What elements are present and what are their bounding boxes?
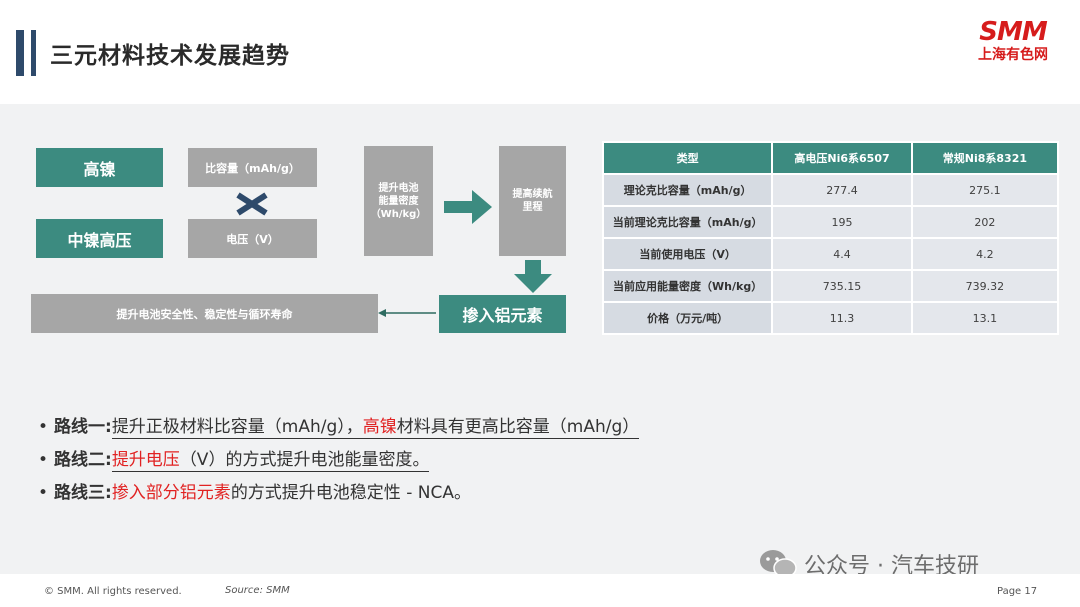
route-2-label: 路线二: (54, 450, 112, 470)
right-arrow-icon (444, 190, 492, 224)
high-nickel-box: 高镍 (36, 148, 163, 187)
table-header-type: 类型 (601, 141, 774, 175)
page-title: 三元材料技术发展趋势 (50, 43, 290, 69)
table-row: 价格（万元/吨） 11.3 13.1 (601, 301, 1060, 335)
route-1-label: 路线一: (54, 417, 112, 437)
bullet-dot: • (38, 417, 49, 437)
bullet-dot: • (38, 450, 49, 470)
energy-density-line-2: 能量密度 (378, 195, 419, 207)
route-1-text: 提升正极材料比容量（mAh/g），高镍材料具有更高比容量（mAh/g） (111, 417, 640, 439)
range-line-1: 提高续航 (512, 189, 553, 200)
energy-density-line-1: 提升电池 (378, 182, 419, 194)
route-3-highlight: 掺入部分铝元素 (111, 483, 231, 503)
down-arrow-icon (514, 260, 552, 293)
cell-ni6: 195 (771, 205, 913, 239)
page-number: Page 17 (997, 586, 1038, 597)
cell-ni6: 4.4 (771, 237, 913, 271)
logo-subtext: 上海有色网 (978, 47, 1048, 63)
route-bullets: •路线一:提升正极材料比容量（mAh/g），高镍材料具有更高比容量（mAh/g）… (38, 412, 640, 511)
row-label: 理论克比容量（mAh/g） (601, 173, 774, 207)
left-arrow-icon (378, 309, 436, 317)
cell-ni8: 13.1 (910, 301, 1060, 335)
range-box: 提高续航 里程 (499, 146, 566, 256)
energy-density-box: 提升电池 能量密度 （Wh/kg） (364, 146, 433, 256)
logo-text: SMM (979, 17, 1047, 47)
bullet-route-2: •路线二:提升电压（V）的方式提升电池能量密度。 (38, 445, 639, 478)
wechat-icon (760, 550, 797, 578)
slide-header: 三元材料技术发展趋势 SMM 上海有色网 (0, 0, 1080, 104)
route-1-highlight: 高镍 (362, 417, 397, 437)
bullet-route-1: •路线一:提升正极材料比容量（mAh/g），高镍材料具有更高比容量（mAh/g） (38, 412, 640, 445)
source-text: Source: SMM (225, 585, 290, 596)
spec-table: 类型 高电压Ni6系6507 常规Ni8系8321 理论克比容量（mAh/g） … (601, 141, 1060, 335)
cell-ni8: 4.2 (910, 237, 1060, 271)
table-row: 当前应用能量密度（Wh/kg） 735.15 739.32 (601, 269, 1060, 303)
route-3-post: 的方式提升电池稳定性 - NCA。 (230, 483, 471, 503)
table-row: 当前理论克比容量（mAh/g） 195 202 (601, 205, 1060, 239)
range-line-2: 里程 (522, 202, 543, 213)
cell-ni8: 739.32 (910, 269, 1060, 303)
cell-ni8: 275.1 (910, 173, 1060, 207)
cell-ni6: 11.3 (771, 301, 913, 335)
energy-density-line-3: （Wh/kg） (370, 208, 427, 220)
table-header-row: 类型 高电压Ni6系6507 常规Ni8系8321 (601, 141, 1060, 175)
row-label: 当前应用能量密度（Wh/kg） (601, 269, 774, 303)
copyright-text: © SMM. All rights reserved. (44, 586, 182, 597)
row-label: 当前使用电压（V） (601, 237, 774, 271)
bullet-dot: • (38, 483, 49, 503)
table-row: 理论克比容量（mAh/g） 277.4 275.1 (601, 173, 1060, 207)
row-label: 价格（万元/吨） (601, 301, 774, 335)
header-accent-bar-thin (31, 30, 36, 76)
route-2-highlight: 提升电压 (111, 450, 180, 470)
route-1-pre: 提升正极材料比容量（mAh/g）， (111, 417, 363, 437)
cross-icon (236, 192, 268, 216)
smm-logo: SMM 上海有色网 (968, 18, 1058, 68)
route-1-post: 材料具有更高比容量（mAh/g） (396, 417, 640, 437)
row-label: 当前理论克比容量（mAh/g） (601, 205, 774, 239)
route-3-label: 路线三: (54, 483, 112, 503)
cell-ni6: 277.4 (771, 173, 913, 207)
safety-stability-box: 提升电池安全性、稳定性与循环寿命 (31, 294, 378, 333)
table-header-ni6: 高电压Ni6系6507 (771, 141, 913, 175)
cell-ni6: 735.15 (771, 269, 913, 303)
slide-footer: © SMM. All rights reserved. Source: SMM … (0, 574, 1080, 607)
mid-nickel-high-voltage-box: 中镍高压 (36, 219, 163, 258)
table-row: 当前使用电压（V） 4.4 4.2 (601, 237, 1060, 271)
cell-ni8: 202 (910, 205, 1060, 239)
header-accent-bar (16, 30, 24, 76)
route-2-text: 提升电压（V）的方式提升电池能量密度。 (111, 450, 430, 472)
bullet-route-3: •路线三:掺入部分铝元素的方式提升电池稳定性 - NCA。 (38, 478, 639, 511)
aluminum-doping-box: 掺入铝元素 (439, 295, 566, 333)
table-header-ni8: 常规Ni8系8321 (910, 141, 1060, 175)
voltage-box: 电压（V） (188, 219, 317, 258)
route-2-post: （V）的方式提升电池能量密度。 (179, 450, 430, 470)
specific-capacity-box: 比容量（mAh/g） (188, 148, 317, 187)
